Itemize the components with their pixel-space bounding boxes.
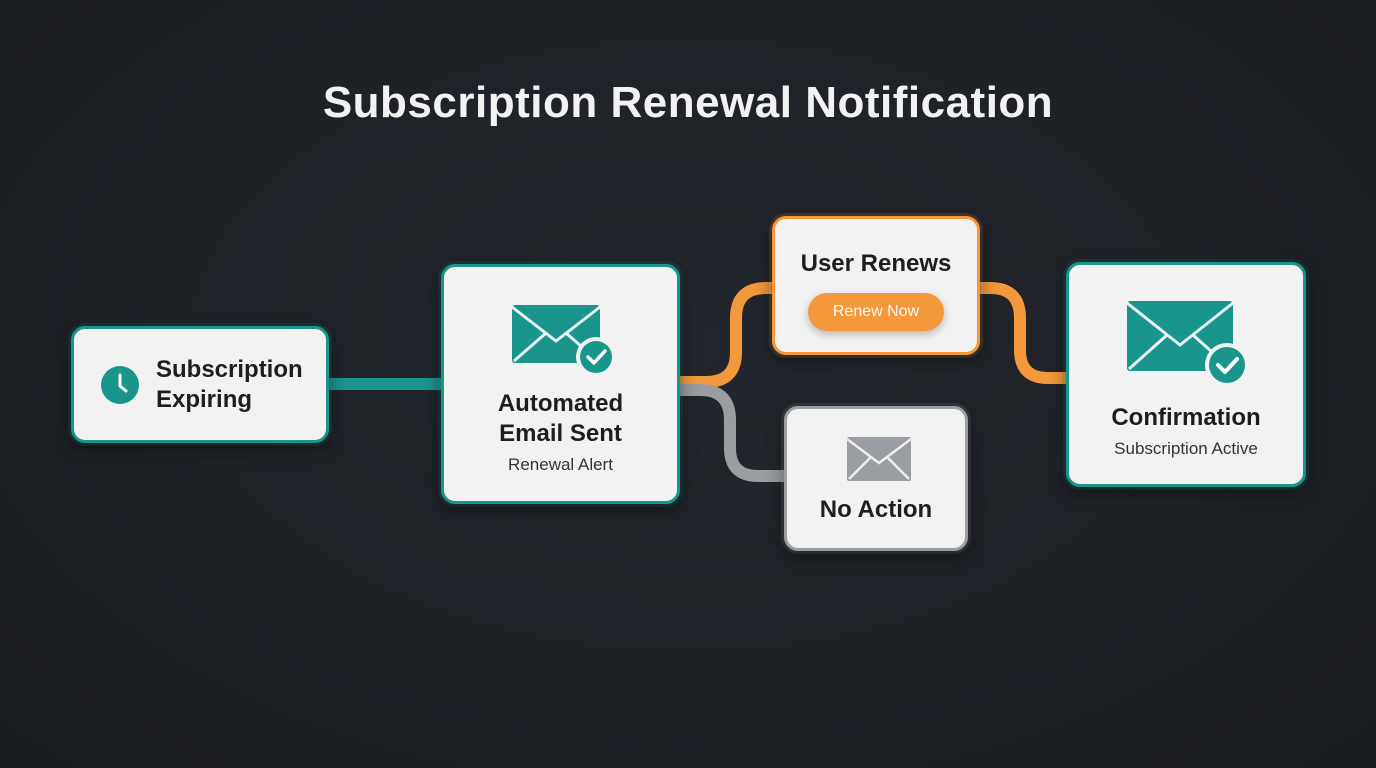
clock-icon — [101, 365, 139, 404]
connector-renews-to-confirmation — [980, 282, 1066, 384]
node-title-line1: Subscription — [156, 355, 303, 383]
node-no-action: No Action — [784, 406, 968, 551]
node-title-line2: Expiring — [156, 385, 253, 413]
envelope-icon — [846, 437, 912, 481]
node-title: No Action — [819, 496, 933, 523]
node-automated-email-sent: Automated Email Sent Renewal Alert — [441, 264, 680, 504]
envelope-check-icon — [511, 305, 616, 377]
node-subscription-expiring: Subscription Expiring — [71, 326, 329, 443]
connector-email-to-renews — [680, 282, 772, 388]
node-title: User Renews — [800, 250, 952, 277]
renew-now-button[interactable]: Renew Now — [808, 293, 944, 331]
node-title: Confirmation — [1111, 404, 1261, 431]
node-subtitle: Renewal Alert — [508, 455, 613, 474]
connector-email-to-noaction — [680, 384, 784, 482]
node-user-renews: User Renews Renew Now — [772, 216, 980, 355]
page-title: Subscription Renewal Notification — [322, 78, 1054, 127]
node-subtitle: Subscription Active — [1114, 439, 1258, 458]
node-confirmation: Confirmation Subscription Active — [1066, 262, 1306, 487]
envelope-check-icon — [1126, 301, 1249, 387]
node-title-line2: Email Sent — [499, 420, 622, 447]
node-title-line1: Automated — [497, 390, 624, 417]
